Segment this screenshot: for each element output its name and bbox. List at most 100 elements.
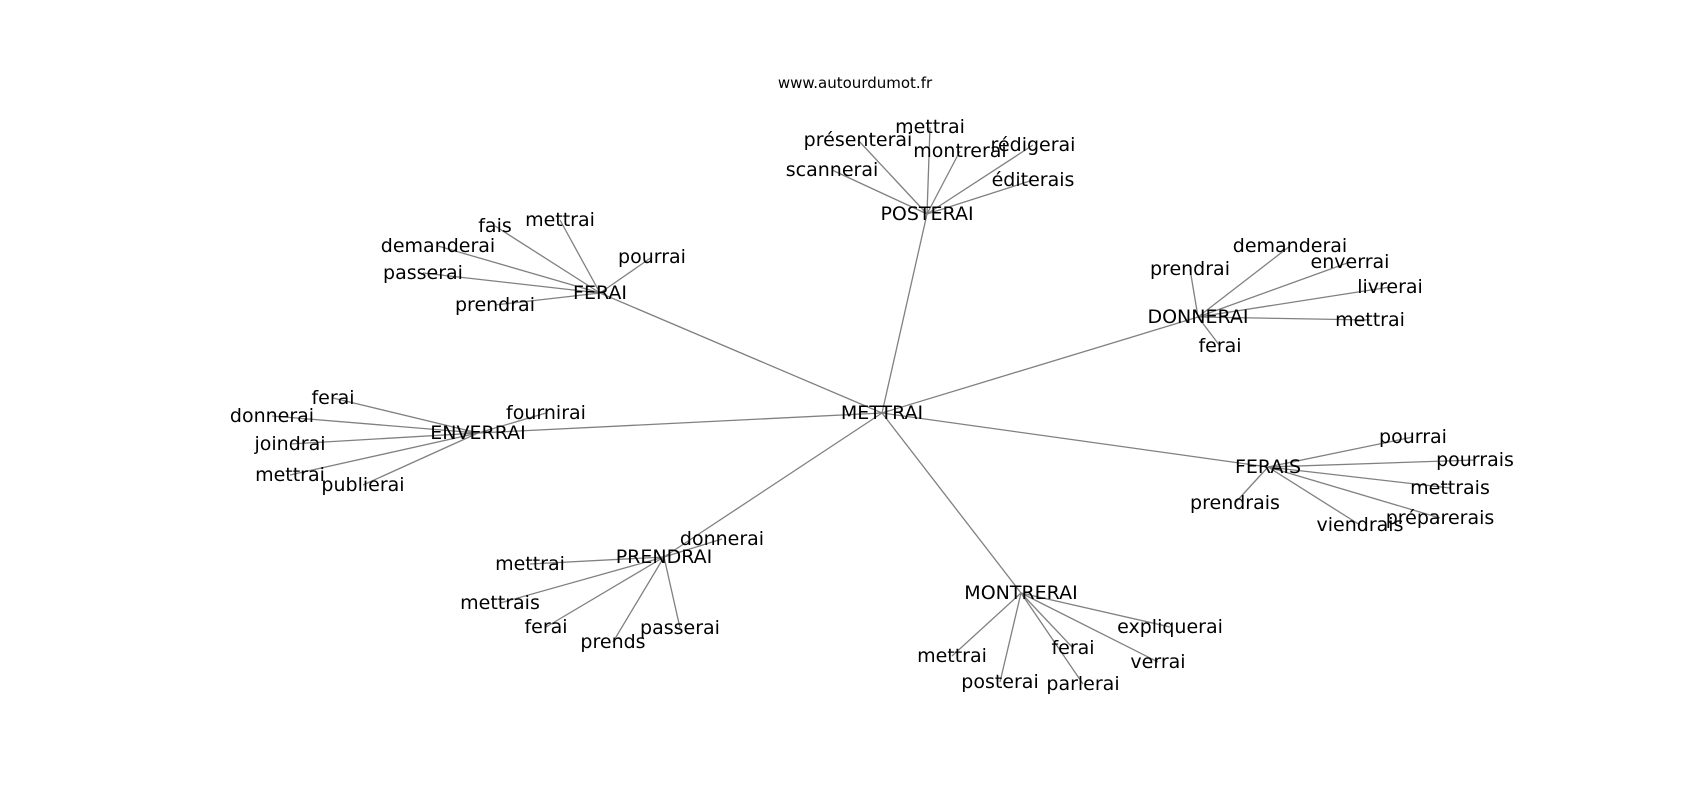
leaf-node: verrai <box>1130 651 1185 673</box>
leaf-node: fais <box>478 215 512 237</box>
hub-node: FERAIS <box>1235 456 1301 478</box>
edge-montrerai-leaf <box>999 592 1022 683</box>
edge-posterai-leaf <box>926 179 1034 215</box>
edge-ferai-leaf <box>494 292 601 306</box>
leaf-node: fournirai <box>506 402 586 424</box>
edge-center-ferais <box>881 412 1269 468</box>
edge-ferai-leaf <box>422 272 601 294</box>
edge-ferais-leaf <box>1267 436 1414 468</box>
leaf-node: publierai <box>321 474 404 496</box>
edge-donnerai-leaf <box>1197 245 1291 318</box>
edge-posterai-leaf <box>926 150 961 215</box>
leaf-node: mettrai <box>917 645 987 667</box>
edge-ferai-leaf <box>494 225 601 294</box>
leaf-node: prendrai <box>455 294 535 316</box>
edge-center-ferai <box>599 292 883 414</box>
leaf-node: enverrai <box>1311 251 1390 273</box>
leaf-node: mettrai <box>895 116 965 138</box>
leaf-node: passerai <box>640 617 720 639</box>
leaf-node: pourrai <box>618 246 686 268</box>
leaf-node: posterai <box>961 671 1038 693</box>
edge-prendrai-leaf <box>499 556 665 604</box>
leaf-node: passerai <box>383 262 463 284</box>
edge-center-prendrai <box>663 412 883 558</box>
edge-ferais-leaf <box>1267 466 1361 526</box>
edge-prendrai-leaf <box>663 538 723 558</box>
edge-ferai-leaf <box>559 219 601 294</box>
edge-enverrai-leaf <box>289 432 479 445</box>
leaf-node: ferai <box>1198 335 1241 357</box>
edge-ferai-leaf <box>437 245 601 294</box>
hub-node: DONNERAI <box>1147 306 1248 328</box>
edge-donnerai-leaf <box>1197 316 1221 347</box>
edge-ferai-leaf <box>599 256 653 294</box>
leaf-node: mettrai <box>525 209 595 231</box>
edge-prendrai-leaf <box>529 556 665 565</box>
edge-enverrai-leaf <box>477 412 547 434</box>
edge-posterai-leaf <box>926 126 931 215</box>
edge-center-posterai <box>881 213 928 414</box>
edge-montrerai-leaf <box>1020 592 1159 663</box>
edge-montrerai-leaf <box>951 592 1022 657</box>
edge-posterai-leaf <box>831 169 928 215</box>
edge-ferais-leaf <box>1267 466 1441 519</box>
edge-center-donnerai <box>881 316 1199 414</box>
leaf-node: parlerai <box>1046 673 1119 695</box>
labels: scanneraiprésenteraimettraimontrerairédi… <box>230 116 1514 695</box>
edge-enverrai-leaf <box>362 432 479 486</box>
edge-center-enverrai <box>477 412 883 434</box>
leaf-node: préparerais <box>1386 507 1495 529</box>
hub-node: FERAI <box>573 282 627 304</box>
leaf-node: mettrai <box>495 553 565 575</box>
leaf-node: mettrai <box>255 464 325 486</box>
leaf-node: joindrai <box>253 433 325 455</box>
edge-posterai-leaf <box>857 139 928 215</box>
hub-node: PRENDRAI <box>616 546 713 568</box>
hub-node: MONTRERAI <box>964 582 1077 604</box>
leaf-node: prends <box>580 631 645 653</box>
leaf-node: donnerai <box>230 405 314 427</box>
edge-donnerai-leaf <box>1197 286 1391 318</box>
edge-center-montrerai <box>881 412 1022 594</box>
edge-donnerai-leaf <box>1197 316 1371 321</box>
leaf-node: mettrai <box>1335 309 1405 331</box>
leaf-node: ferai <box>524 616 567 638</box>
edge-montrerai-leaf <box>1020 592 1074 649</box>
leaf-node: demanderai <box>1233 235 1347 257</box>
edge-enverrai-leaf <box>271 415 479 434</box>
edge-prendrai-leaf <box>545 556 665 628</box>
center-node: METTRAI <box>841 402 923 424</box>
leaf-node: éditerais <box>992 169 1075 191</box>
leaf-node: ferai <box>311 387 354 409</box>
leaf-node: livrerai <box>1357 276 1423 298</box>
leaf-node: expliquerai <box>1117 616 1223 638</box>
hub-node: ENVERRAI <box>430 422 525 444</box>
edge-enverrai-leaf <box>332 397 479 434</box>
leaf-node: demanderai <box>381 235 495 257</box>
site-label: www.autourdumot.fr <box>778 74 933 92</box>
edge-ferais-leaf <box>1267 466 1451 489</box>
edge-prendrai-leaf <box>612 556 665 643</box>
leaf-node: pourrais <box>1436 449 1514 471</box>
leaf-node: pourrai <box>1379 426 1447 448</box>
leaf-node: scannerai <box>786 159 879 181</box>
edge-donnerai-leaf <box>1189 268 1199 318</box>
leaf-node: présenterai <box>804 129 913 151</box>
leaf-node: donnerai <box>680 528 764 550</box>
edge-montrerai-leaf <box>1020 592 1084 685</box>
edge-prendrai-leaf <box>663 556 681 629</box>
edges <box>271 126 1476 685</box>
leaf-node: ferai <box>1051 637 1094 659</box>
edge-ferais-leaf <box>1234 466 1269 504</box>
leaf-node: prendrai <box>1150 258 1230 280</box>
hub-node: POSTERAI <box>880 203 973 225</box>
leaf-node: prendrais <box>1190 492 1280 514</box>
edge-posterai-leaf <box>926 144 1034 215</box>
leaf-node: mettrais <box>1410 477 1490 499</box>
leaf-node: montrerai <box>913 140 1006 162</box>
edge-donnerai-leaf <box>1197 261 1351 318</box>
leaf-node: viendrais <box>1317 514 1404 536</box>
edge-montrerai-leaf <box>1020 592 1171 628</box>
edge-ferais-leaf <box>1267 459 1476 468</box>
